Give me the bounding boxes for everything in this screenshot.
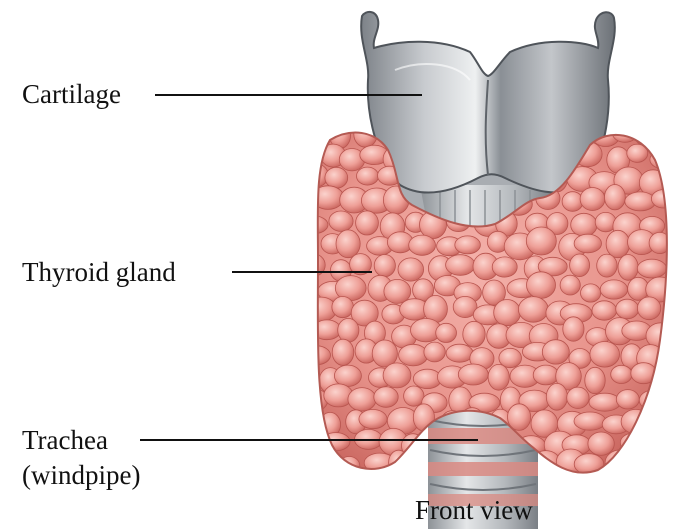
gland-lobule [404, 386, 424, 406]
gland-lobule [446, 255, 475, 276]
gland-lobule [637, 259, 666, 278]
gland-lobule [597, 254, 617, 277]
gland-lobule [637, 297, 660, 320]
gland-lobule [533, 365, 558, 385]
gland-lobule [590, 342, 620, 368]
gland-lobule [527, 272, 556, 299]
gland-lobule [299, 253, 325, 276]
gland-lobule [424, 342, 445, 362]
gland-lobule [542, 340, 569, 364]
gland-lobule [357, 167, 379, 185]
gland-lobule [518, 297, 548, 323]
gland-lobule [567, 387, 589, 408]
gland-lobule [606, 230, 630, 257]
gland-lobule [638, 426, 665, 452]
gland-lobule [562, 192, 583, 212]
gland-lobule [302, 346, 330, 365]
gland-lobule [409, 235, 436, 255]
gland-lobule [492, 257, 517, 277]
gland-lobule [458, 364, 488, 385]
gland-lobule [446, 344, 473, 362]
gland-lobule [634, 122, 662, 146]
gland-lobule [312, 186, 344, 210]
gland-lobule [383, 363, 411, 388]
gland-lobule [301, 389, 328, 412]
gland-lobule [306, 125, 327, 145]
gland-lobule [334, 365, 361, 386]
gland-lobule [605, 185, 626, 210]
gland-lobule [600, 280, 627, 299]
gland-lobule [649, 452, 673, 472]
gland-lobule [398, 258, 424, 281]
view-caption: Front view [415, 494, 533, 526]
gland-lobule [574, 412, 606, 430]
gland-lobule [329, 211, 353, 231]
gland-lobule [359, 410, 387, 429]
gland-lobule [298, 216, 328, 234]
thyroid-gland-label: Thyroid gland [22, 256, 176, 288]
gland-lobule [563, 317, 584, 341]
gland-lobule [580, 188, 605, 211]
trachea-sub-label: (windpipe) [22, 459, 140, 491]
gland-lobule [374, 255, 395, 277]
gland-lobule [402, 434, 425, 458]
gland-lobule [650, 411, 673, 438]
gland-lobule [585, 367, 605, 393]
gland-lobule [463, 321, 485, 347]
gland-lobule [592, 301, 617, 320]
gland-lobule [581, 284, 601, 302]
gland-lobule [384, 279, 411, 303]
gland-lobule [325, 167, 348, 188]
gland-lobule [399, 344, 428, 366]
gland-lobule [560, 275, 580, 295]
gland-lobule [651, 190, 673, 208]
gland-lobule [338, 318, 359, 342]
gland-lobule [659, 368, 673, 389]
gland-lobule [611, 365, 632, 383]
gland-lobule [348, 388, 376, 411]
gland-lobule [616, 390, 639, 409]
gland-lobule [625, 192, 656, 211]
gland-lobule [336, 230, 360, 258]
gland-lobule [546, 383, 567, 410]
gland-lobule [526, 227, 556, 255]
gland-lobule [494, 300, 521, 326]
gland-lobule [322, 433, 350, 451]
gland-lobule [588, 432, 614, 455]
trachea-label: Trachea [22, 424, 108, 456]
gland-lobule [571, 213, 597, 236]
gland-lobule [605, 450, 636, 476]
gland-lobule [589, 393, 621, 411]
gland-lobule [570, 254, 590, 277]
gland-lobule [488, 364, 509, 390]
gland-lobule [618, 255, 638, 281]
gland-lobule [616, 299, 639, 319]
gland-lobule [455, 236, 481, 254]
gland-lobule [374, 387, 398, 408]
gland-lobule [574, 234, 601, 253]
gland-lobule [332, 297, 354, 318]
gland-lobule [332, 339, 354, 365]
gland-lobule [436, 323, 457, 342]
cartilage-label: Cartilage [22, 78, 121, 110]
gland-lobule [389, 450, 409, 475]
gland-lobule [356, 211, 379, 235]
gland-lobule [322, 456, 343, 479]
gland-lobule [628, 452, 652, 478]
